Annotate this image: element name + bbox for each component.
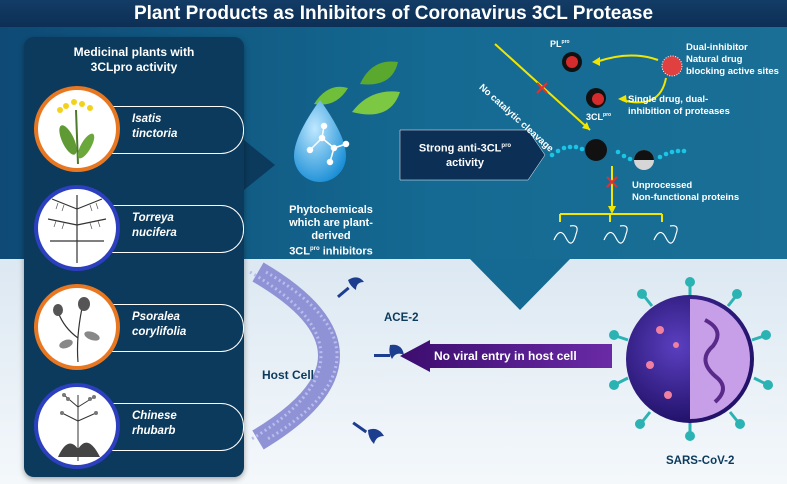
single-drug-label: Single drug, dual- inhibition of proteas… [628, 94, 730, 117]
panel-heading-line2: 3CLpro activity [90, 60, 178, 74]
entry-banner-arrow [400, 340, 612, 372]
plpro-label: PLpro [550, 39, 570, 49]
plant-image-isatis [34, 86, 120, 172]
plant-image-torreya [34, 185, 120, 271]
dual-inhibitor-label: Dual-inhibitor Natural drug blocking act… [686, 42, 779, 77]
plant-image-rhubarb [34, 383, 120, 469]
medicinal-plants-panel: Medicinal plants with 3CLpro activity Is… [24, 37, 244, 477]
phytochemicals-caption: Phytochemicals which are plant-derived 3… [289, 204, 373, 258]
unprocessed-protein-icons [553, 225, 678, 244]
activity-arrow-box [399, 129, 546, 181]
block-x-icons [536, 82, 618, 188]
host-cell-label: Host Cell [262, 368, 315, 382]
unprocessed-label: Unprocessed Non-functional proteins [632, 180, 740, 203]
notch-arrow [470, 259, 570, 310]
bound-protease-icon [585, 139, 607, 161]
protease-icons [562, 52, 683, 108]
3clpro-label: 3CLpro [586, 112, 612, 122]
activity-label: Strong anti-3CLpro activity [418, 142, 512, 169]
entry-banner-label: No viral entry in host cell [434, 349, 577, 363]
sars-cov-2-virus-icon [609, 277, 773, 441]
arrowhead-icons [582, 57, 627, 214]
panel-heading: Medicinal plants with 3CLpro activity [24, 45, 244, 75]
ace2-receptor-icon [336, 277, 404, 444]
virus-label: SARS-CoV-2 [666, 455, 735, 467]
page-title: Plant Products as Inhibitors of Coronavi… [0, 0, 787, 27]
ace2-label: ACE-2 [384, 312, 419, 324]
plant-image-psoralea [34, 284, 120, 370]
polyprotein-chain [549, 144, 687, 162]
panel-notch [244, 140, 275, 190]
host-cell-membrane [249, 262, 340, 450]
panel-heading-line1: Medicinal plants with [73, 45, 195, 59]
phytochemical-droplet-icon [294, 61, 400, 182]
